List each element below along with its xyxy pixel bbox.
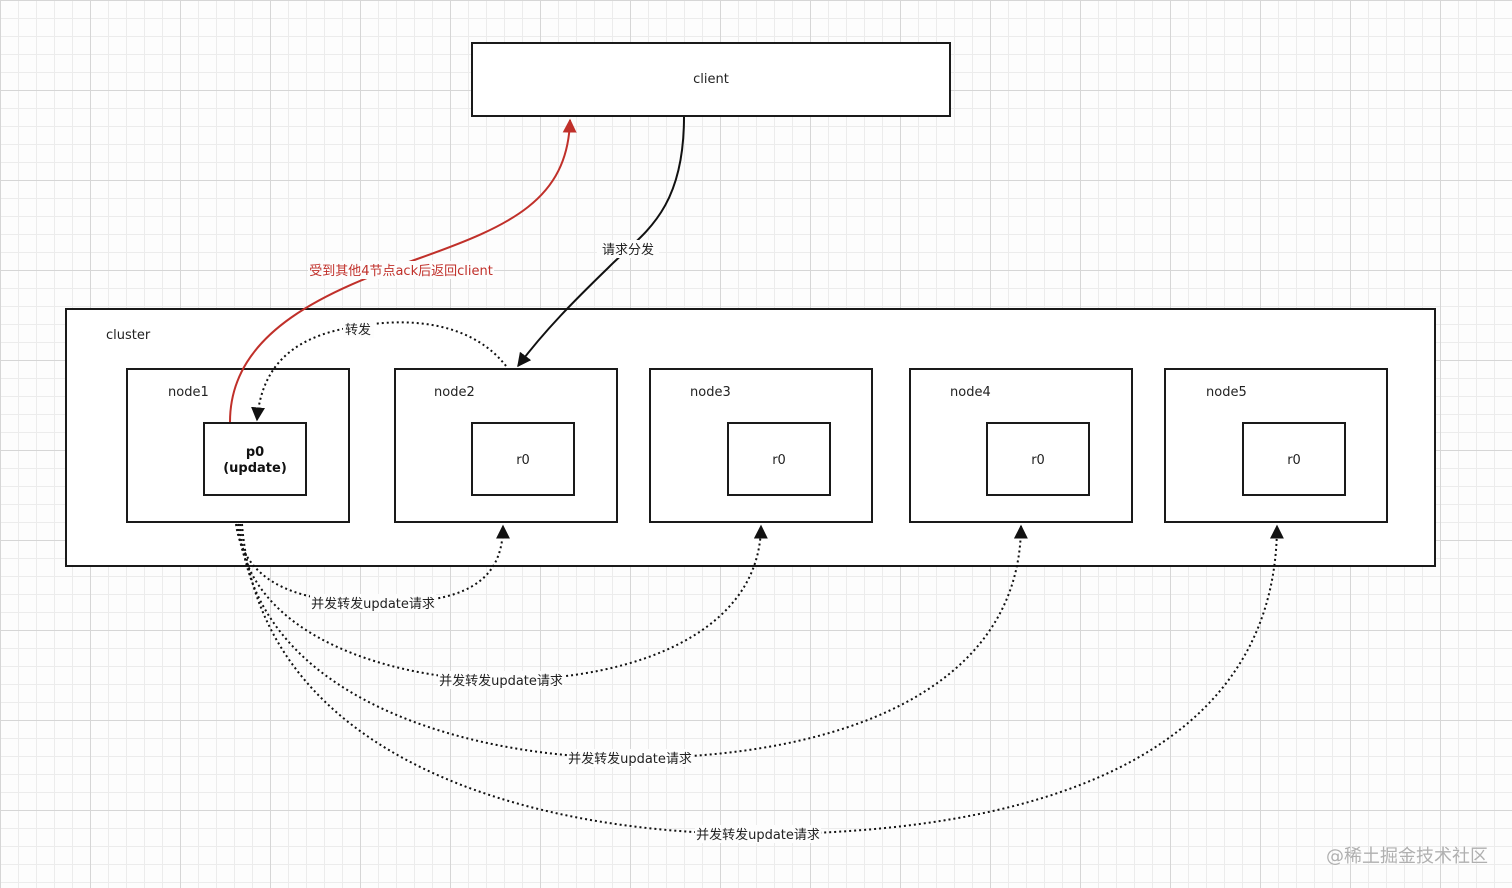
parallel-label-bg-3 xyxy=(567,749,693,767)
client-box xyxy=(471,42,951,117)
node3-shard-title: r0 xyxy=(772,453,786,468)
cluster-label: cluster xyxy=(106,328,151,343)
parallel-arrow-node5 xyxy=(241,523,1284,836)
node2-label: node2 xyxy=(434,385,475,400)
ack-label-bg xyxy=(308,261,494,279)
ack-return-arrow xyxy=(229,118,577,423)
parallel-label-bg-1 xyxy=(310,594,436,612)
watermark: @稀土掘金技术社区 xyxy=(1326,846,1488,867)
parallel-label-bg-4 xyxy=(695,825,821,843)
forward-label: 转发 xyxy=(345,322,371,338)
node2-replica-shard xyxy=(471,422,575,496)
node1-primary-shard xyxy=(203,422,307,496)
node1-label: node1 xyxy=(168,385,209,400)
forward-label-bg xyxy=(343,320,374,338)
client-label: client xyxy=(693,72,729,87)
node4-replica-shard xyxy=(986,422,1090,496)
dispatch-arrow xyxy=(517,116,685,368)
dispatch-label: 请求分发 xyxy=(602,242,654,258)
node3-label: node3 xyxy=(690,385,731,400)
node3-replica-shard xyxy=(727,422,831,496)
dispatch-label-bg xyxy=(597,240,659,258)
parallel-label-node4: 并发转发update请求 xyxy=(568,751,692,767)
node1-shard-title: p0 xyxy=(246,445,264,460)
parallel-label-node3: 并发转发update请求 xyxy=(439,673,563,689)
node4-label: node4 xyxy=(950,385,991,400)
parallel-label-bg-2 xyxy=(438,671,564,689)
parallel-label-node2: 并发转发update请求 xyxy=(311,596,435,612)
node5-shard-title: r0 xyxy=(1287,453,1301,468)
node4-shard-title: r0 xyxy=(1031,453,1045,468)
parallel-label-node5: 并发转发update请求 xyxy=(696,827,820,843)
ack-return-label: 受到其他4节点ack后返回client xyxy=(309,264,493,279)
node5-label: node5 xyxy=(1206,385,1247,400)
node2-shard-title: r0 xyxy=(516,453,530,468)
node1-shard-sub: (update) xyxy=(223,461,287,476)
parallel-arrow-node3 xyxy=(237,523,768,682)
node5-replica-shard xyxy=(1242,422,1346,496)
